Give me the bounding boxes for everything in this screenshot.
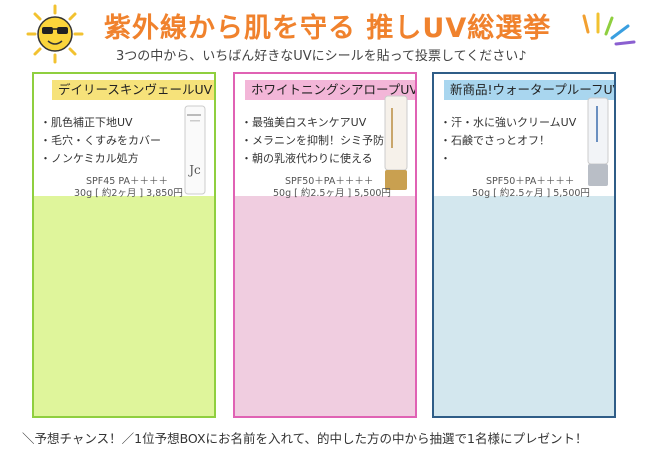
vote-area[interactable]	[434, 196, 614, 416]
price: 30g [ 約2ヶ月 ] 3,850円	[74, 188, 183, 199]
product-name: デイリースキンヴェールUV	[52, 80, 214, 100]
sun-mascot-icon	[26, 4, 84, 64]
spf-rating: SPF50＋PA＋＋＋＋	[486, 176, 575, 187]
spf-rating: SPF45 PA＋＋＋＋	[86, 176, 168, 187]
feature-item: ・朝の乳液代わりに使える	[241, 152, 373, 165]
feature-list: ・最強美白スキンケアUV ・メラニンを抑制！シミ予防 ・朝の乳液代わりに使える	[241, 114, 384, 168]
vote-area[interactable]	[34, 196, 214, 416]
product-card-waterproof[interactable]: 新商品!ウォータープルーフUV ・汗・水に強いクリームUV ・石鹸でさっとオフ！…	[432, 72, 616, 418]
footer-note: ＼予想チャンス！／1位予想BOXにお名前を入れて、的中した方の中から抽選で1名様…	[22, 431, 588, 446]
feature-item: ・肌色補正下地UV	[40, 116, 133, 129]
price: 50g [ 約2.5ヶ月 ] 5,500円	[472, 188, 590, 199]
spf-rating: SPF50＋PA＋＋＋＋	[285, 176, 374, 187]
feature-item: ・	[440, 152, 451, 165]
feature-item: ・石鹸でさっとオフ！	[440, 134, 550, 147]
product-tube-image	[587, 97, 609, 186]
page-subtitle: 3つの中から、いちばん好きなUVにシールを貼って投票してください♪	[116, 49, 527, 64]
feature-list: ・汗・水に強いクリームUV ・石鹸でさっとオフ！ ・	[440, 114, 576, 168]
feature-item: ・ノンケミカル処方	[40, 152, 139, 165]
feature-item: ・最強美白スキンケアUV	[241, 116, 367, 129]
page-title: 紫外線から肌を守る 推しUV総選挙	[104, 13, 552, 44]
product-card-whitening[interactable]: ホワイトニングシアロープUV ・最強美白スキンケアUV ・メラニンを抑制！シミ予…	[233, 72, 417, 418]
feature-item: ・毛穴・くすみをカバー	[40, 134, 161, 147]
tube-logo: Jc	[187, 163, 201, 177]
vote-area[interactable]	[235, 196, 415, 416]
product-tube-image: Jc	[184, 105, 206, 195]
decorative-rays-icon	[582, 12, 636, 46]
feature-item: ・汗・水に強いクリームUV	[440, 116, 577, 129]
feature-item: ・メラニンを抑制！シミ予防	[241, 134, 384, 147]
product-card-daily-skin-veil[interactable]: デイリースキンヴェールUV ・肌色補正下地UV ・毛穴・くすみをカバー ・ノンケ…	[32, 72, 216, 418]
product-name: ホワイトニングシアロープUV	[245, 80, 415, 100]
price: 50g [ 約2.5ヶ月 ] 5,500円	[273, 188, 391, 199]
product-name: 新商品!ウォータープルーフUV	[444, 80, 614, 100]
feature-list: ・肌色補正下地UV ・毛穴・くすみをカバー ・ノンケミカル処方	[40, 114, 161, 168]
product-tube-image	[384, 95, 408, 190]
